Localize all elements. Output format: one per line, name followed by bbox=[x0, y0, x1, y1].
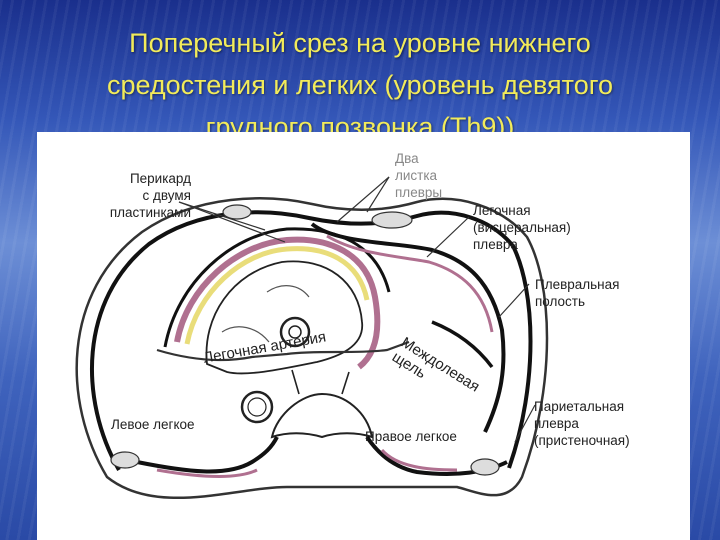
visceral-pleura-right bbox=[310, 222, 506, 433]
vertebra bbox=[270, 392, 374, 439]
label-right-lung: Правое легкое bbox=[365, 429, 457, 444]
label-visceral-pleura: Легочная (висцеральная) плевра bbox=[473, 203, 571, 252]
interlobar-fissure bbox=[431, 320, 494, 369]
diagram-panel: Перикард с двумя пластинками Два листка … bbox=[37, 132, 690, 540]
pericardium-outer bbox=[174, 236, 381, 370]
visceral-pleura-left bbox=[163, 227, 391, 348]
label-left-lung: Левое легкое bbox=[111, 417, 195, 432]
slide-title: Поперечный срез на уровне нижнего средос… bbox=[40, 22, 680, 148]
parietal-pleura bbox=[90, 210, 533, 471]
costal-cartilage bbox=[222, 204, 252, 220]
label-pleural-cavity: Плевральная полость bbox=[535, 277, 620, 309]
pulmonary-artery bbox=[156, 340, 410, 362]
label-pericardium: Перикард с двумя пластинками bbox=[109, 171, 191, 220]
label-parietal-pleura: Париетальная плевра (пристеночная) bbox=[534, 399, 630, 448]
title-line-2: средостения и легких (уровень девятого bbox=[106, 70, 614, 100]
thorax-cross-section-diagram bbox=[75, 176, 549, 500]
label-two-pleura-sheets: Два листка плевры bbox=[395, 151, 443, 200]
title-line-1: Поперечный срез на уровне нижнего bbox=[129, 28, 591, 58]
leader-lines bbox=[178, 176, 536, 443]
heart bbox=[205, 260, 363, 375]
left-lung-base bbox=[136, 436, 279, 474]
pericardium-inner bbox=[184, 246, 370, 345]
